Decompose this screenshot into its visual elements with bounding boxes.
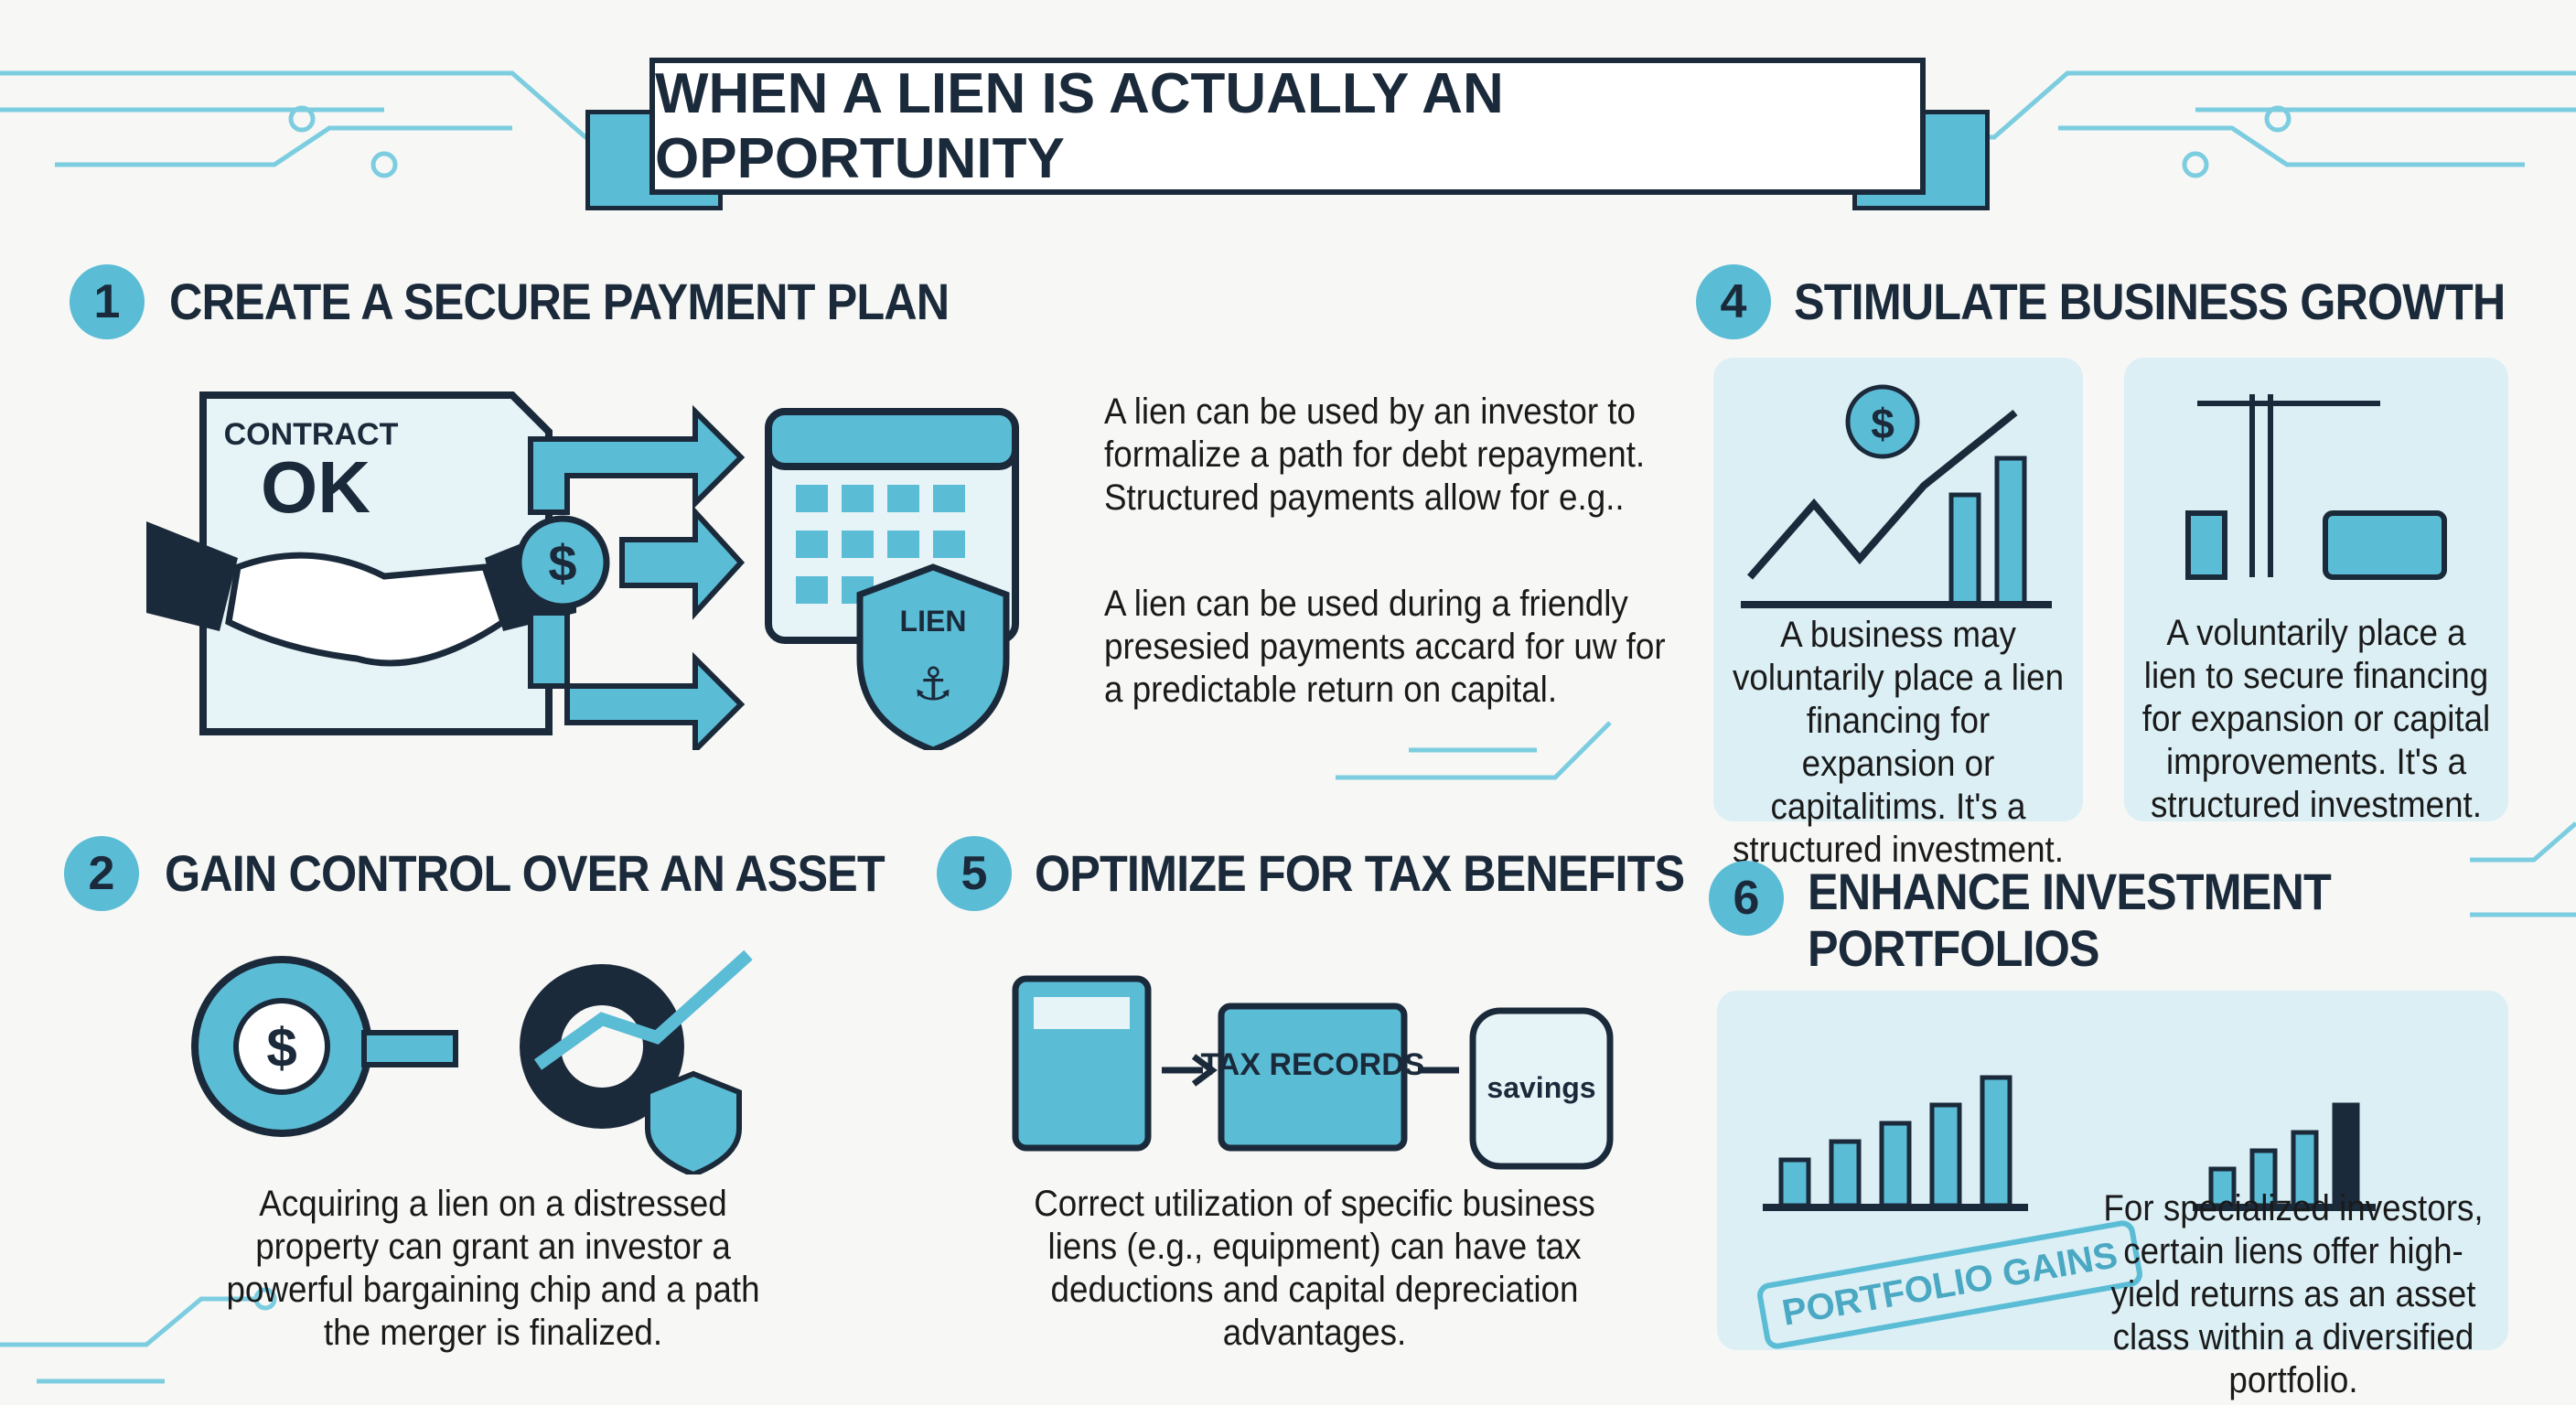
crane-toolbox-icon [2185, 394, 2447, 580]
step-number-5: 5 [937, 836, 1012, 911]
contract-label: CONTRACT [224, 417, 399, 452]
portfolio-charts-icon [1763, 1075, 2376, 1211]
section-heading-5: OPTIMIZE FOR TAX BENEFITS [1035, 844, 1685, 902]
section-heading-2: GAIN CONTROL OVER AN ASSET [165, 844, 886, 902]
growth-panel-1-text: A business may voluntarily place a lien … [1732, 615, 2065, 870]
plant-growth-chart-icon: $ [1741, 384, 2052, 608]
key-icon [361, 1030, 458, 1067]
growth-panel-2: A voluntarily place a lien to secure fin… [2124, 358, 2508, 825]
savings-jar-icon: savings [1469, 1007, 1614, 1170]
section-2-text: Acquiring a lien on a distressed propert… [226, 1184, 760, 1353]
payment-plan-illustration: CONTRACT OK $ LIEN ⚓ [146, 391, 1019, 750]
step-number-6: 6 [1709, 861, 1784, 936]
portfolio-gains-stamp: PORTFOLIO GAINS [1755, 1218, 2145, 1351]
arrows-icon [528, 404, 746, 750]
step-number-1: 1 [70, 264, 145, 339]
svg-text:$: $ [1871, 400, 1894, 447]
section-heading-4: STIMULATE BUSINESS GROWTH [1794, 273, 2506, 330]
svg-text:$: $ [266, 1017, 296, 1078]
growth-panel-2-text: A voluntarily place a lien to secure fin… [2141, 613, 2491, 825]
section-5-text: Correct utilization of specific business… [1034, 1184, 1595, 1353]
shield-label: LIEN [900, 605, 967, 638]
shield-icon [645, 1070, 742, 1174]
jar-label: savings [1487, 1071, 1595, 1104]
section-heading-1: CREATE A SECURE PAYMENT PLAN [169, 273, 950, 330]
calculator-icon [1012, 975, 1152, 1152]
contract-stamp: OK [261, 446, 370, 528]
section-6-text: For specialized investors, certain liens… [2103, 1188, 2484, 1400]
section-1-paragraph-1: A lien can be used by an investor to for… [1104, 391, 1646, 518]
portfolio-panel: PORTFOLIO GAINS For specialized investor… [1717, 991, 2508, 1400]
growth-panel-1: $ A business may voluntarily place a lie… [1713, 358, 2083, 870]
dollar-icon: $ [548, 534, 576, 592]
trend-arrow-icon [533, 949, 753, 1070]
page-title: WHEN A LIEN IS ACTUALLY AN OPPORTUNITY [649, 58, 1926, 195]
tax-illustration: TAX RECORDS savings [1012, 975, 1614, 1170]
lien-shield-icon: LIEN ⚓ [856, 563, 1010, 750]
section-heading-6: ENHANCE INVESTMENT PORTFOLIOS [1808, 863, 2332, 977]
tax-folder-icon: TAX RECORDS [1201, 1003, 1425, 1152]
key-gear-illustration: $ [191, 949, 753, 1174]
folder-label: TAX RECORDS [1201, 1047, 1425, 1082]
step-number-4: 4 [1696, 264, 1771, 339]
step-number-2: 2 [64, 836, 139, 911]
anchor-icon: ⚓ [913, 659, 954, 710]
section-1-paragraph-2: A lien can be used during a friendly pre… [1104, 584, 1666, 710]
